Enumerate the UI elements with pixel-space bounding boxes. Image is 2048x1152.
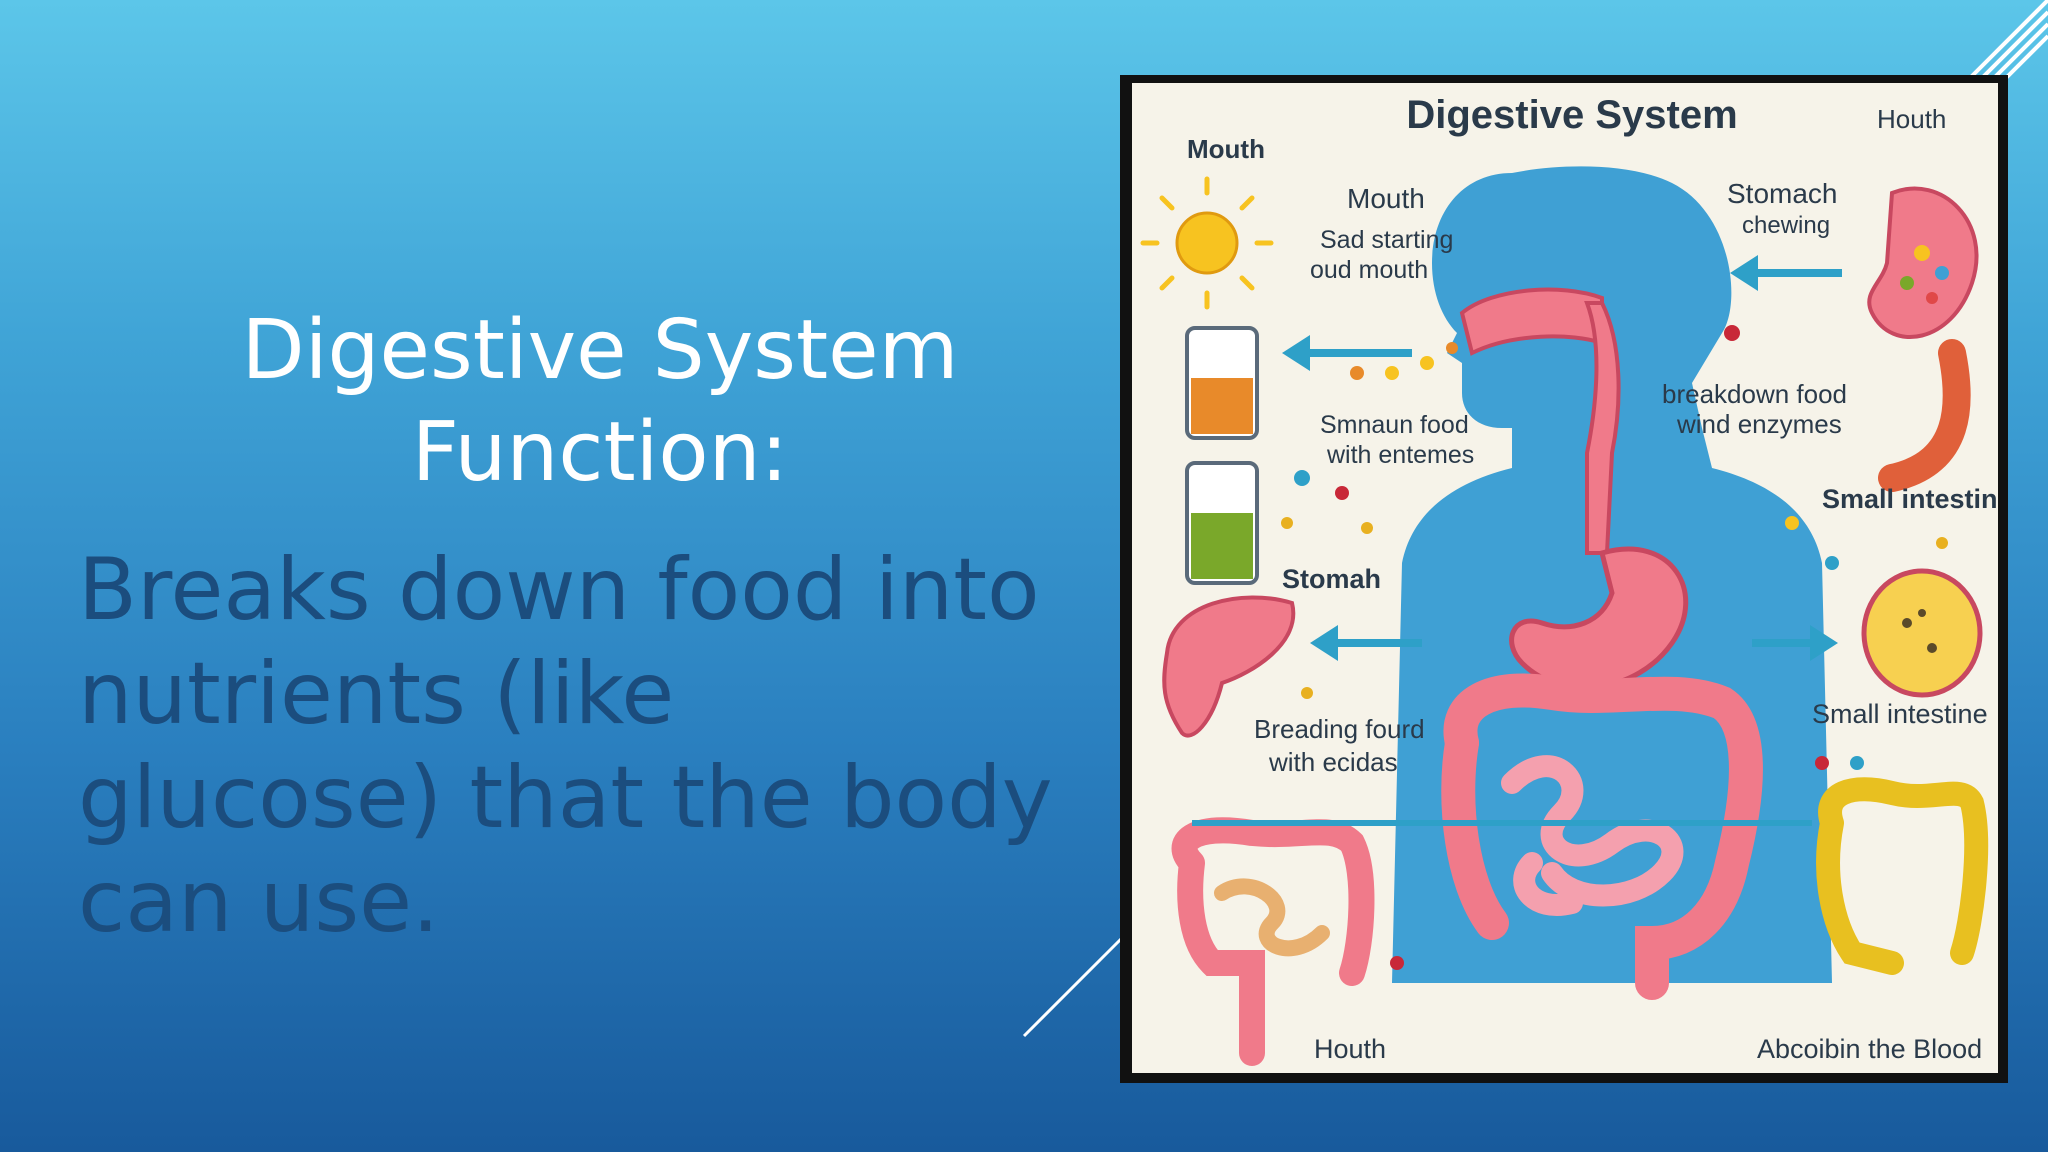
figure-title: Digestive System	[1406, 93, 1737, 137]
label-with-entemes: with entemes	[1326, 441, 1474, 469]
digestive-system-figure: Digestive System Mouth Mouth Houth Sad s…	[1120, 75, 2008, 1083]
label-sad-starting-2: oud mouth	[1310, 256, 1428, 284]
slide-title-line2: Function:	[411, 405, 789, 500]
slide-body-text: Breaks down food into nutrients (like gl…	[78, 540, 1053, 952]
label-mouth-top-left: Mouth	[1187, 134, 1265, 164]
figure-canvas: Digestive System Mouth Mouth Houth Sad s…	[1132, 83, 1998, 1073]
label-absorbin-blood: Abcoibin the Blood	[1757, 1034, 1982, 1064]
colon-icon-right	[1816, 777, 1989, 975]
tube-icon-right	[1878, 339, 1971, 492]
label-wind-enzymes: wind enzymes	[1676, 409, 1842, 439]
large-intestine	[1443, 673, 1763, 1000]
liver-icon	[1162, 595, 1296, 738]
label-stomah: Stomah	[1282, 564, 1381, 594]
label-houth-top-right: Houth	[1877, 104, 1946, 134]
label-with-ecidas: with ecidas	[1268, 747, 1398, 777]
corner-stripes-decoration	[1968, 0, 2048, 80]
stomach-icon-right	[1867, 186, 1979, 339]
slide-title-line1: Digestive System	[241, 303, 959, 398]
label-mouth-center: Mouth	[1347, 183, 1425, 214]
intestine-bowl-icon	[1861, 568, 1983, 698]
label-chewing: chewing	[1742, 212, 1830, 239]
label-breakdown-food: breakdown food	[1662, 379, 1847, 409]
arrows	[1192, 255, 1842, 826]
slide-title: Digestive System Function:	[200, 300, 1000, 504]
beaker-green-icon	[1185, 461, 1259, 585]
label-sad-starting-1: Sad starting	[1320, 226, 1453, 254]
sun-icon	[1140, 176, 1274, 310]
label-houth-bottom: Houth	[1314, 1034, 1386, 1064]
label-breading-fourd: Breading fourd	[1254, 714, 1425, 744]
beaker-orange-icon	[1185, 326, 1259, 440]
colon-icon-left	[1171, 817, 1375, 1066]
digestive-illustration: Digestive System Mouth Mouth Houth Sad s…	[1140, 93, 1998, 1066]
label-stomach: Stomach	[1727, 178, 1838, 209]
diagonal-line-decoration	[1022, 932, 1128, 1038]
label-small-intestin: Small intestin	[1822, 484, 1998, 514]
label-smnaun-food: Smnaun food	[1320, 411, 1469, 439]
small-intestine-organ	[1501, 755, 1684, 907]
nutrient-dots	[1281, 325, 1948, 970]
label-small-intestine: Small intestine	[1812, 699, 1988, 729]
